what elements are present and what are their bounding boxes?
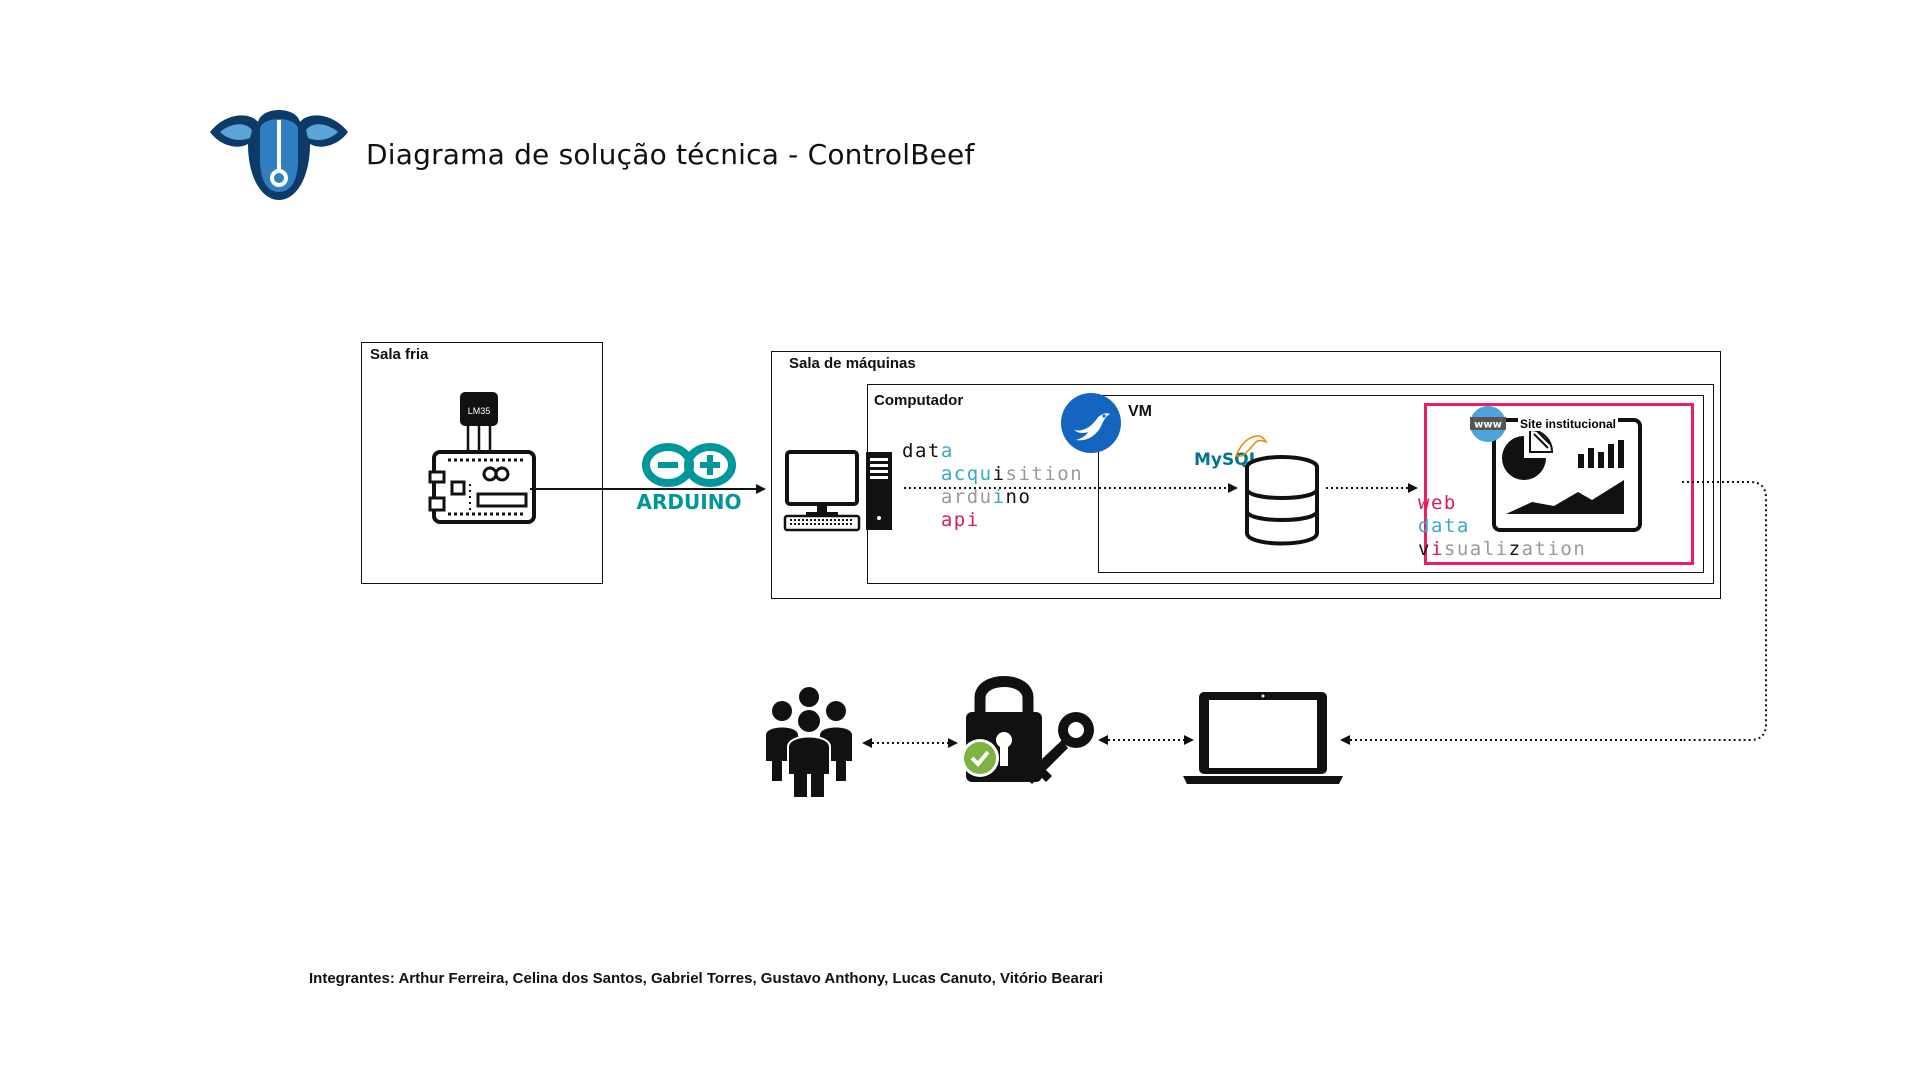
api-to-database-arrow	[904, 483, 1238, 493]
vm-zone	[1098, 395, 1704, 573]
arduino-link-arrow	[530, 484, 766, 494]
auth-laptop-arrow	[1098, 735, 1194, 745]
web-text-line1: web	[1418, 492, 1457, 514]
web-text-line2: data	[1418, 515, 1470, 537]
laptop-arrowhead	[1340, 735, 1684, 745]
web-text-line3d: z	[1508, 538, 1522, 560]
database-icon	[1245, 455, 1319, 546]
api-text-line2a: acqu	[940, 463, 993, 485]
sala-fria-label: Sala fria	[370, 346, 429, 363]
web-text-line3a: v	[1418, 538, 1431, 560]
users-auth-arrow	[862, 738, 958, 748]
arduino-label: ARDUINO	[637, 490, 742, 514]
web-text-line3c: suali	[1443, 538, 1509, 560]
lm35-sensor-board-icon: LM35	[428, 392, 536, 524]
mysql-dolphin-icon	[1234, 435, 1268, 457]
site-institucional-label: Site institucional	[1518, 417, 1619, 431]
page-title: Diagrama de solução técnica - ControlBee…	[366, 138, 975, 171]
database-to-web-arrow	[1326, 483, 1418, 493]
vm-icon	[1061, 393, 1121, 453]
team-members: Integrantes: Arthur Ferreira, Celina dos…	[309, 970, 1104, 987]
authentication-icon	[961, 676, 1094, 784]
web-text-line3e: ation	[1521, 538, 1587, 560]
sala-maquinas-zone	[771, 351, 1721, 599]
laptop-icon	[1183, 692, 1343, 784]
sala-fria-zone	[361, 342, 603, 584]
api-text-line3c: no	[1005, 486, 1032, 508]
api-text-line1b: a	[940, 440, 954, 462]
arduino-logo: ARDUINO	[637, 443, 742, 514]
web-visualization-zone	[1424, 403, 1694, 565]
api-text-line4: api	[940, 509, 980, 531]
desktop-computer-icon	[783, 450, 892, 532]
sala-maquinas-label: Sala de máquinas	[789, 355, 916, 372]
api-text-line3b: i	[992, 486, 1006, 508]
www-label: www	[1474, 420, 1502, 431]
data-acquisition-api-text: data acquisition arduino api	[902, 440, 1083, 532]
users-group-icon	[766, 687, 852, 797]
web-text-line3b: i	[1430, 538, 1444, 560]
controlbeef-logo	[210, 110, 348, 200]
computador-label: Computador	[874, 392, 964, 409]
web-to-laptop-connector	[1680, 481, 1767, 741]
vm-label: VM	[1128, 403, 1152, 420]
www-globe-icon: www	[1470, 406, 1506, 442]
dashboard-icon	[1492, 418, 1642, 532]
lm35-label: LM35	[468, 406, 491, 416]
api-text-line2c: sition	[1005, 463, 1084, 485]
api-text-line3a: ardu	[940, 486, 993, 508]
api-text-line2b: i	[992, 463, 1006, 485]
web-data-visualization-text: web data visualization	[1418, 492, 1586, 561]
api-text-line1a: dat	[902, 440, 941, 462]
